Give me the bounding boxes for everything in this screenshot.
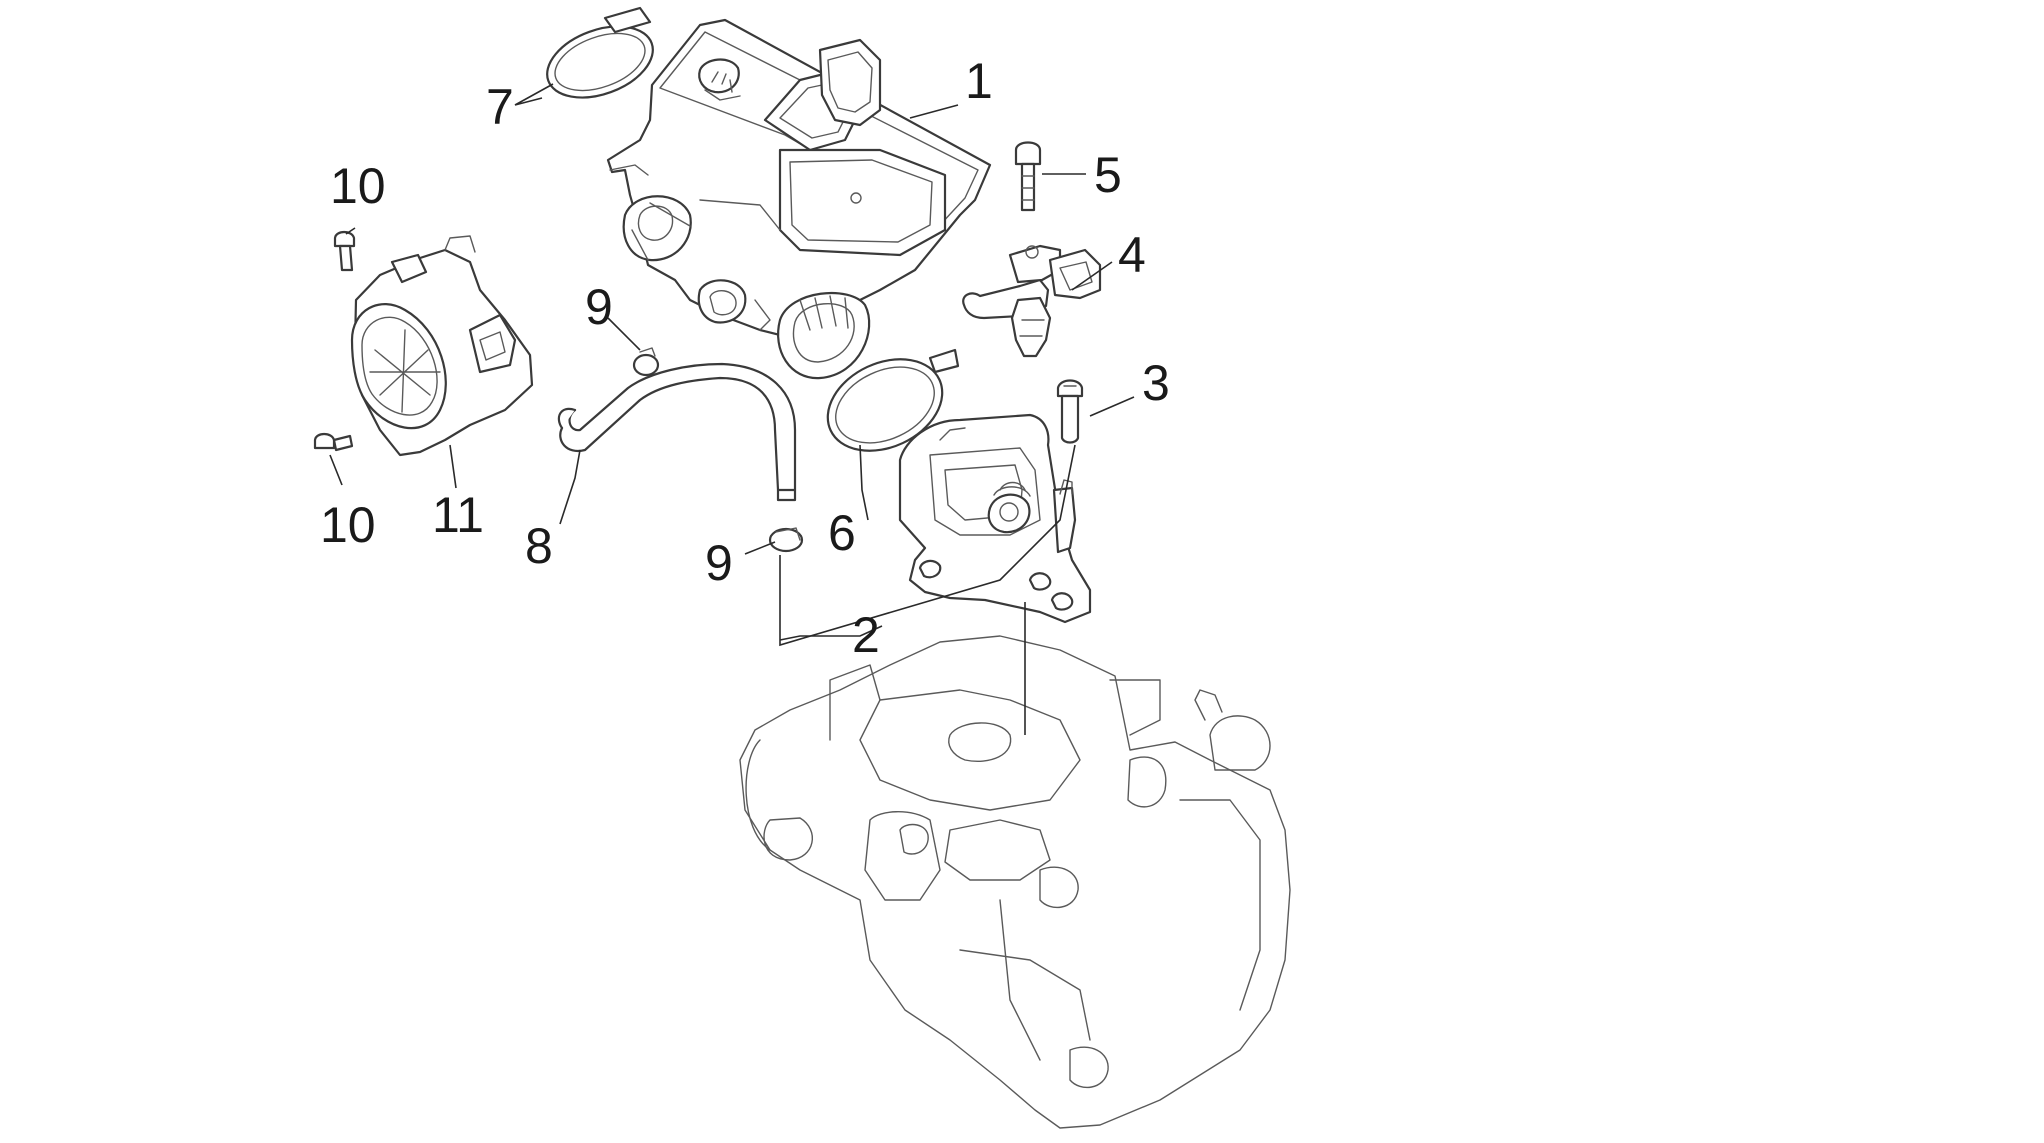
- callout-2: 2: [852, 607, 880, 663]
- bolt-part-5-drawing: [1014, 141, 1042, 212]
- bolt-part-3-drawing: [1056, 379, 1084, 444]
- leader-lines: [329, 83, 1135, 735]
- callout-4: 4: [1118, 227, 1146, 283]
- callout-11: 11: [432, 487, 484, 543]
- callout-10-upper: 10: [330, 158, 386, 214]
- throttle-body-drawing: [606, 18, 992, 380]
- callout-6: 6: [828, 505, 856, 561]
- injector-part-4-drawing: [962, 244, 1102, 358]
- callout-7: 7: [486, 79, 514, 135]
- screw-part-10-upper-drawing: [333, 230, 356, 272]
- hose-clip-lower-drawing: [768, 527, 804, 553]
- hose-part-8-drawing: [557, 362, 797, 502]
- callout-3: 3: [1142, 355, 1170, 411]
- screw-part-10-lower-drawing: [313, 432, 354, 452]
- callout-9-lower: 9: [705, 535, 733, 591]
- cylinder-head-drawing: [739, 635, 1291, 1129]
- callout-10-lower: 10: [320, 497, 376, 553]
- clamp-ring-part-6-drawing: [826, 348, 960, 452]
- intake-manifold-drawing: [898, 413, 1092, 624]
- callout-5: 5: [1094, 147, 1122, 203]
- hose-clip-upper-drawing: [632, 347, 660, 377]
- callout-1: 1: [965, 53, 993, 109]
- callout-8: 8: [525, 518, 553, 574]
- clamp-ring-part-7-drawing: [546, 6, 654, 99]
- air-filter-housing-part-11-drawing: [350, 235, 534, 457]
- callout-9-upper: 9: [585, 279, 613, 335]
